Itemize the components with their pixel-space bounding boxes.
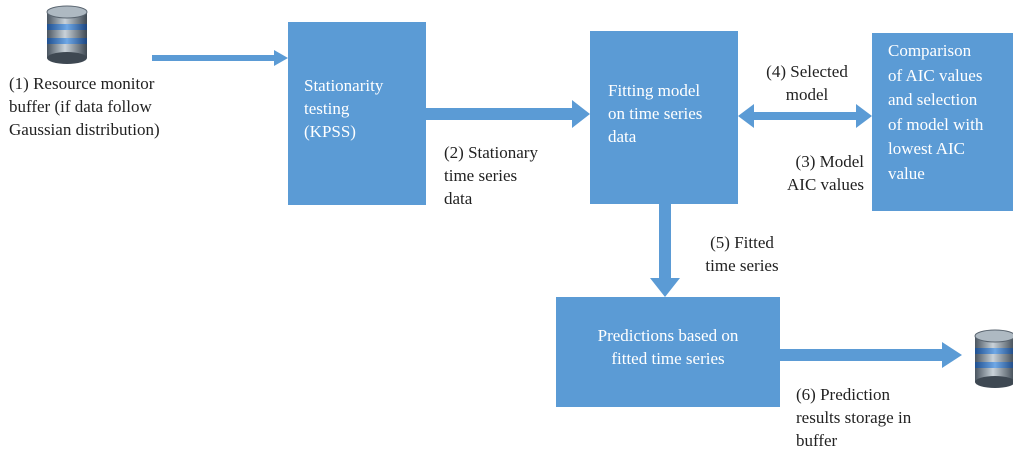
predictions-box: Predictions based on fitted time series (556, 297, 780, 407)
stationarity-testing-box: Stationarity testing (KPSS) (288, 22, 426, 205)
arrow-source-to-stationarity (152, 50, 288, 66)
comparison-line-2: of AIC values (888, 65, 983, 85)
comparison-line-3: and selection (888, 90, 978, 109)
selected-line-1: (4) Selected (766, 62, 848, 81)
arrow-stationarity-to-fitting (426, 100, 590, 128)
stationary-line-1: (2) Stationary (444, 143, 538, 162)
fitting-line-2: on time series (608, 104, 703, 123)
resource-monitor-label: (1) Resource monitor buffer (if data fol… (9, 72, 160, 141)
results-line-2: results storage in (796, 408, 912, 427)
storage-results-label: (6) Prediction results storage in buffer (796, 383, 911, 452)
selected-model-label: (4) Selected model (754, 60, 860, 106)
comparison-line-5: lowest AIC (888, 139, 965, 158)
fitting-line-3: data (608, 127, 637, 146)
resource-line-1: (1) Resource monitor (9, 74, 155, 93)
comparison-line-4: of model with (888, 114, 984, 134)
resource-line-3: Gaussian distribution) (9, 120, 160, 139)
fitting-model-box: Fitting model on time series data (590, 31, 738, 204)
predictions-line-2: fitted time series (611, 349, 725, 368)
aic-line-2: AIC values (787, 175, 864, 194)
arrow-fitting-to-predictions (650, 204, 680, 297)
results-line-1: (6) Prediction (796, 385, 890, 404)
stationarity-line-1: Stationarity (304, 76, 384, 95)
stationary-line-2: time series (444, 166, 518, 185)
selected-line-2: model (785, 85, 829, 104)
fitted-line-1: (5) Fitted (710, 233, 774, 252)
target-database-icon (974, 329, 1013, 388)
stationary-line-3: data (444, 189, 473, 208)
stationary-data-label: (2) Stationary time series data (444, 141, 538, 210)
results-line-3: buffer (796, 431, 838, 450)
arrow-fitting-comparison (738, 104, 872, 128)
stationarity-line-2: testing (304, 99, 350, 118)
model-aic-label: (3) Model AIC values (754, 150, 864, 196)
fitted-series-label: (5) Fitted time series (689, 231, 795, 277)
source-database-icon (46, 5, 88, 64)
fitted-line-2: time series (705, 256, 779, 275)
aic-comparison-box: Comparison of AIC values and selection o… (872, 33, 1013, 211)
predictions-line-1: Predictions based on (597, 326, 739, 345)
resource-line-2: buffer (if data follow (9, 97, 152, 116)
comparison-line-6: value (888, 163, 925, 183)
arrow-predictions-to-storage (780, 342, 962, 368)
aic-line-1: (3) Model (795, 152, 864, 171)
fitting-line-1: Fitting model (608, 81, 701, 100)
stationarity-line-3: (KPSS) (304, 122, 356, 141)
comparison-line-1: Comparison (888, 41, 972, 60)
